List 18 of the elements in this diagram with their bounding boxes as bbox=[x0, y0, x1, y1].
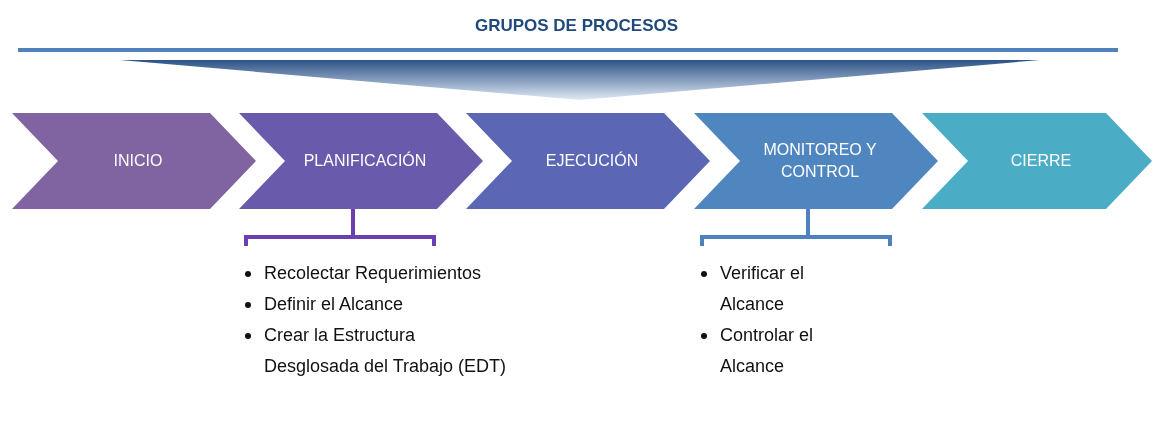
chevron-step bbox=[922, 113, 1152, 209]
step-label: INICIO bbox=[113, 151, 163, 171]
diagram-title: GRUPOS DE PROCESOS bbox=[474, 16, 679, 35]
bullet-item: Crear la Estructura Desglosada del Trabajo (EDT) bbox=[264, 325, 507, 376]
chevron-step bbox=[12, 113, 256, 209]
chevron-step bbox=[466, 113, 710, 209]
bracket-connector bbox=[700, 207, 892, 248]
step-label: CIERRE bbox=[1010, 151, 1072, 171]
step-label: PLANIFICACIÓN bbox=[303, 150, 427, 171]
chevron-step bbox=[239, 113, 483, 209]
bullet-item: Verificar el Alcance bbox=[720, 263, 805, 314]
bracket-connector bbox=[244, 207, 436, 248]
bullet-item: Controlar el Alcance bbox=[720, 325, 814, 376]
bullet-item: Recolectar Requerimientos bbox=[264, 263, 482, 283]
bullet-item: Definir el Alcance bbox=[264, 294, 404, 314]
step-label: MONITOREO Y CONTROL bbox=[762, 140, 878, 182]
chevron-step bbox=[694, 113, 938, 209]
step-label: EJECUCIÓN bbox=[545, 150, 639, 171]
